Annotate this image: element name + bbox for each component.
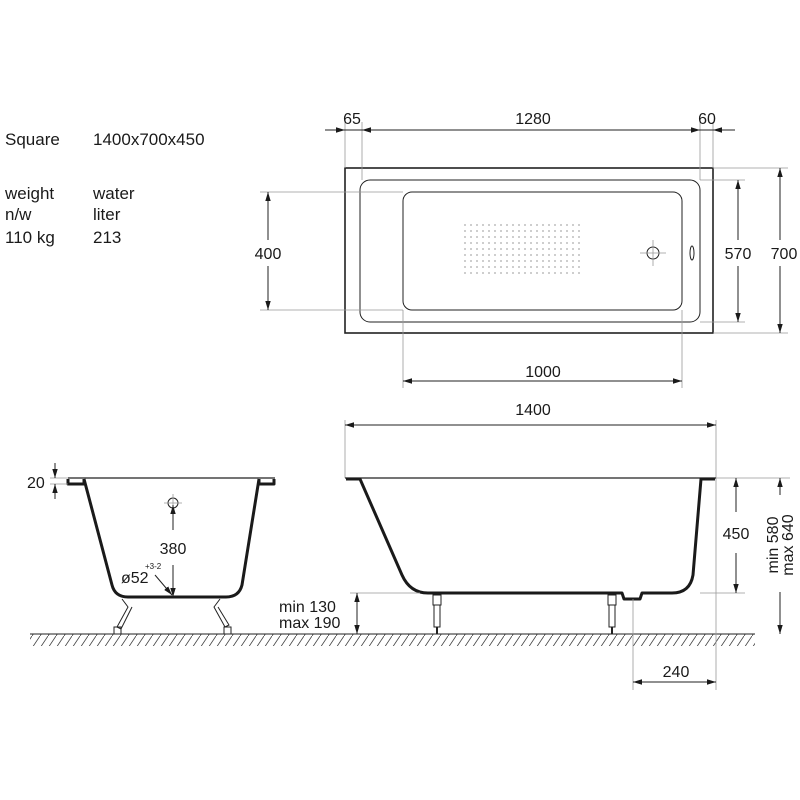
dim-rim: 20	[27, 475, 45, 492]
basin-outline	[402, 191, 683, 311]
dim-leg-min: min 130	[279, 599, 336, 616]
dim-inner-width: 570	[725, 246, 752, 263]
drain-icon	[640, 240, 666, 266]
nw-label: n/w	[5, 205, 32, 224]
specs-block: Square 1400x700x450 weight n/w 110 kg wa…	[4, 130, 205, 247]
dim-drain-offset: 240	[663, 664, 690, 681]
dim-left-offset: 65	[343, 111, 361, 128]
leg	[213, 598, 232, 635]
dim-leg-max: max 190	[279, 615, 340, 632]
tub-outline	[344, 167, 714, 334]
tub-end-profile	[66, 478, 276, 599]
leg	[607, 594, 617, 634]
top-view: 65 1280 60 400 570 700 1000	[255, 111, 798, 388]
side-view: 1400 450 min 580 max 640 min 130 max 190	[279, 402, 797, 690]
water-label: water	[92, 184, 135, 203]
dim-inner-length: 1280	[515, 111, 551, 128]
rim-outline	[359, 179, 701, 323]
water-value: 213	[93, 228, 121, 247]
dim-drain-diameter: ø52	[121, 570, 149, 587]
dim-height-max: max 640	[780, 514, 797, 575]
overflow-icon	[689, 245, 695, 261]
dim-depth: 450	[723, 526, 750, 543]
anti-slip-dots	[462, 222, 584, 276]
dim-total-length: 1400	[515, 402, 551, 419]
liter-label: liter	[93, 205, 121, 224]
dim-basin-width: 400	[255, 246, 282, 263]
dim-basin-length: 1000	[525, 364, 561, 381]
weight-label: weight	[4, 184, 54, 203]
dim-right-offset: 60	[698, 111, 716, 128]
dim-drain-tolerance: +3-2	[145, 562, 162, 571]
dim-overflow-height: 380	[160, 541, 187, 558]
model-size: 1400x700x450	[93, 130, 205, 149]
dim-total-width: 700	[771, 246, 798, 263]
weight-value: 110 kg	[5, 228, 55, 247]
floor-hatch	[30, 634, 755, 646]
end-view: 380 ø52 +3-2 20	[27, 463, 276, 635]
leg	[432, 594, 442, 634]
leg	[113, 598, 133, 635]
model-label: Square	[5, 130, 60, 149]
dim-height-min: min 580	[765, 516, 782, 573]
tub-side-profile	[346, 477, 715, 601]
